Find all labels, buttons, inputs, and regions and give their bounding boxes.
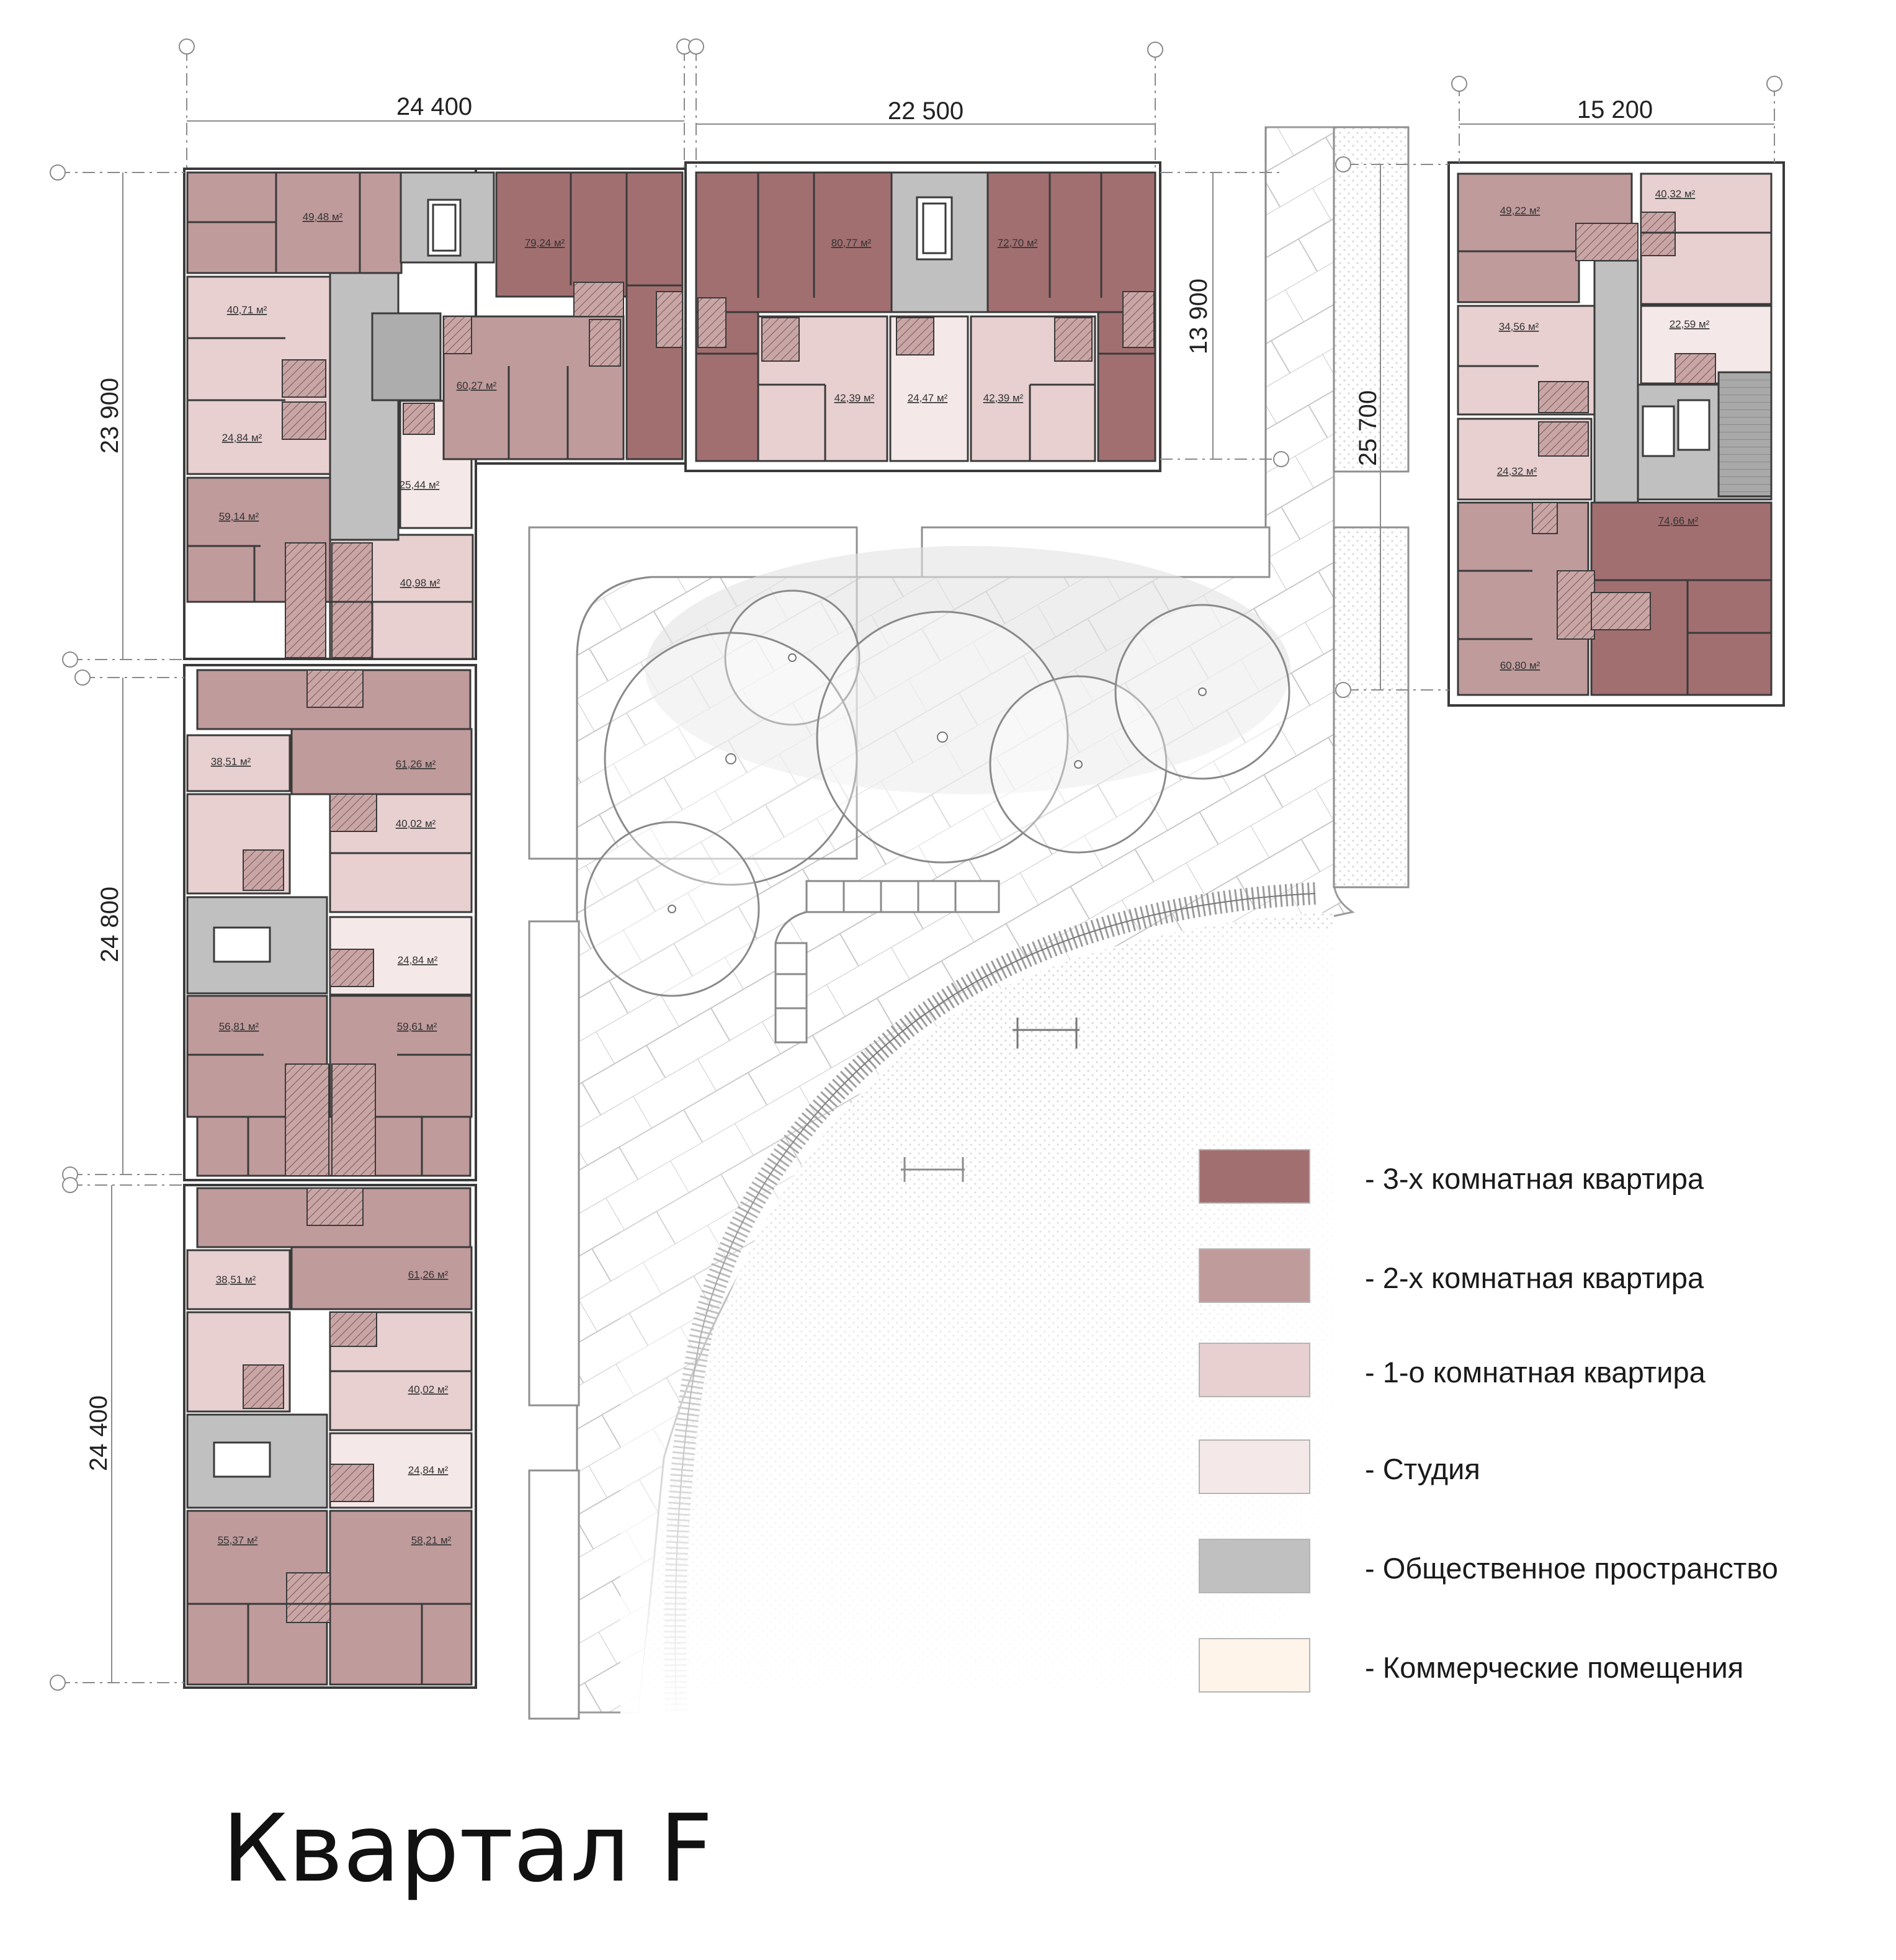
legend-swatch: [1199, 1149, 1310, 1204]
building-middle: [684, 161, 1161, 472]
apartment-area: 38,51 м²: [216, 1274, 256, 1286]
dimension-lines: [58, 48, 1775, 1683]
legend-item-one-room: - 1-о комнатная квартира: [1199, 1343, 1881, 1400]
legend-item-public-space: - Общественное пространство: [1199, 1539, 1881, 1596]
apartment-area: 49,48 м²: [303, 211, 343, 223]
bench: [774, 880, 1000, 1044]
apartment-area: 60,80 м²: [1500, 660, 1540, 671]
page-title: Квартал F: [222, 1795, 713, 1903]
legend-item-three-room: - 3-х комнатная квартира: [1199, 1149, 1881, 1206]
dim-top-left: 24 400: [396, 93, 472, 120]
apartment-area: 58,21 м²: [411, 1534, 452, 1546]
dim-top-middle: 22 500: [888, 97, 964, 125]
legend-label: - Студия: [1365, 1452, 1480, 1485]
apartment-area: 42,39 м²: [983, 392, 1024, 404]
side-strip: [1333, 526, 1410, 888]
apartment-area: 72,70 м²: [998, 237, 1038, 249]
apartment-area: 40,71 м²: [227, 304, 267, 316]
apartment-area: 79,24 м²: [525, 237, 565, 249]
legend-swatch: [1199, 1343, 1310, 1397]
apartment-area: 42,39 м²: [834, 392, 875, 404]
dim-left-lower: 24 400: [85, 1395, 112, 1471]
apartment-area: 24,84 м²: [398, 954, 438, 966]
dim-right-vertical: 25 700: [1354, 390, 1382, 466]
apartment-area: 80,77 м²: [831, 237, 872, 249]
side-strip: [1333, 126, 1410, 473]
legend-label: - Общественное пространство: [1365, 1552, 1778, 1585]
building-right: [1447, 161, 1785, 707]
apartment-area: 61,26 м²: [396, 758, 436, 770]
apartment-area: 59,61 м²: [397, 1021, 437, 1032]
parking-strip: [528, 920, 580, 1407]
apartment-area: 60,27 м²: [457, 380, 497, 392]
apartment-area: 59,14 м²: [219, 511, 259, 522]
apartment-area: 34,56 м²: [1499, 321, 1539, 333]
tree-centers: [668, 653, 1207, 913]
apartment-area: 40,02 м²: [396, 818, 436, 830]
dim-left-middle: 24 800: [96, 887, 123, 962]
apartment-area: 24,84 м²: [222, 432, 262, 444]
apartment-area: 40,98 м²: [400, 577, 440, 589]
apartment-area: 40,32 м²: [1655, 188, 1696, 200]
building-l-shape: [183, 168, 687, 1689]
apartment-area: 24,47 м²: [908, 392, 948, 404]
apartment-area: 24,32 м²: [1497, 465, 1537, 477]
dim-middle-vertical: 13 900: [1185, 279, 1212, 354]
fade-overlay: [1148, 931, 1365, 1737]
apartment-area: 55,37 м²: [218, 1534, 258, 1546]
legend-swatch: [1199, 1439, 1310, 1494]
courtyard: [528, 126, 1410, 1737]
apartment-area: 40,02 м²: [408, 1384, 449, 1395]
apartment-area: 49,22 м²: [1500, 205, 1540, 217]
legend-item-commercial: - Коммерческие помещения: [1199, 1638, 1881, 1695]
dimension-markers: [50, 38, 1782, 1691]
legend-item-two-room: - 2-х комнатная квартира: [1199, 1248, 1881, 1305]
legend-swatch: [1199, 1248, 1310, 1303]
legend-label: - 3-х комнатная квартира: [1365, 1162, 1704, 1195]
dim-left-upper: 23 900: [96, 378, 123, 454]
apartment-labels: 49,48 м² 79,24 м² 80,77 м² 72,70 м² 40,7…: [211, 188, 1710, 1546]
legend-item-studio: - Студия: [1199, 1439, 1881, 1497]
parking-strip: [528, 1469, 580, 1720]
legend-label: - 2-х комнатная квартира: [1365, 1261, 1704, 1294]
legend-label: - 1-о комнатная квартира: [1365, 1356, 1706, 1389]
apartment-area: 61,26 м²: [408, 1269, 449, 1281]
apartment-area: 25,44 м²: [400, 479, 440, 491]
tree-shadow: [645, 546, 1290, 794]
apartment-area: 24,84 м²: [408, 1464, 449, 1476]
dim-top-right: 15 200: [1577, 96, 1653, 123]
legend-swatch: [1199, 1638, 1310, 1693]
apartment-area: 74,66 м²: [1658, 515, 1699, 527]
legend-swatch: [1199, 1539, 1310, 1593]
legend-label: - Коммерческие помещения: [1365, 1651, 1744, 1684]
apartment-area: 22,59 м²: [1670, 318, 1710, 330]
apartment-area: 38,51 м²: [211, 756, 251, 767]
apartment-area: 56,81 м²: [219, 1021, 259, 1032]
